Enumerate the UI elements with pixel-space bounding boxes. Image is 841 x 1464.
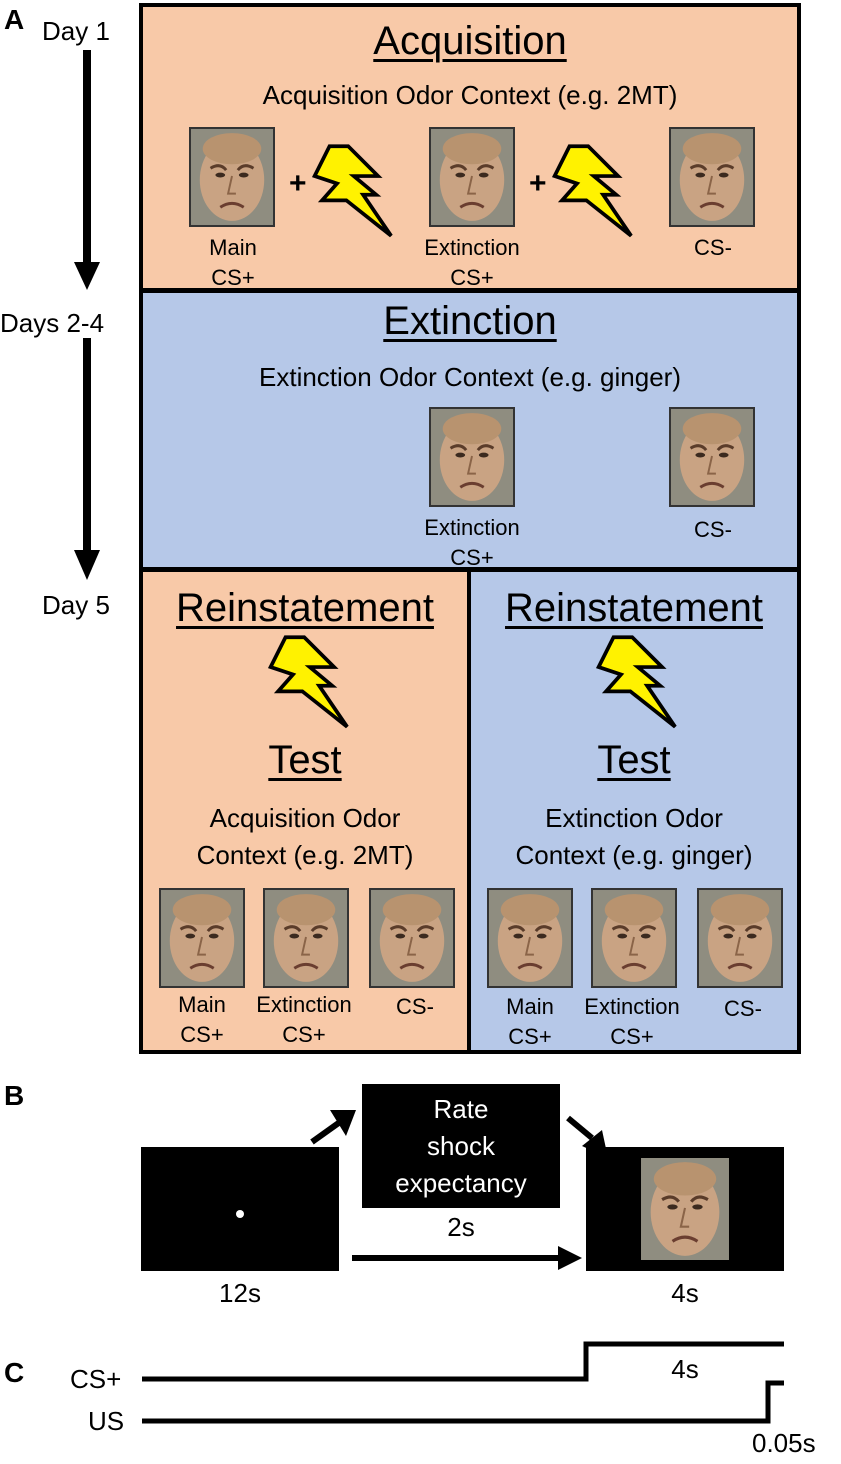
test-context: Acquisition Odor Context (e.g. 2MT) — [143, 800, 467, 874]
acquisition-context: Acquisition Odor Context (e.g. 2MT) — [262, 80, 678, 110]
us-duration: 0.05s — [752, 1428, 816, 1458]
cs-plus-timeline-label: CS+ — [70, 1364, 122, 1394]
panel-c-letter: C — [4, 1357, 25, 1388]
day-1-label: Day 1 — [42, 16, 110, 46]
plus-sign: + — [289, 167, 307, 200]
main-cs-plus-label: Main CS+ — [143, 990, 261, 1050]
label-line: CS+ — [450, 545, 494, 570]
extinction-context: Extinction Odor Context (e.g. ginger) — [259, 362, 681, 392]
rating-prompt: Rate shock expectancy — [362, 1091, 560, 1202]
label-line: CS+ — [282, 1022, 326, 1047]
acquisition-box: Acquisition Acquisition Odor Context (e.… — [139, 3, 801, 292]
plus-sign: + — [529, 167, 547, 200]
cs-screen — [586, 1147, 784, 1271]
face-main-cs-plus — [189, 127, 275, 227]
cs-duration: 4s — [671, 1278, 699, 1308]
label-line: CS+ — [180, 1022, 224, 1047]
label-line: Extinction — [424, 235, 520, 260]
label-line: Extinction — [256, 992, 352, 1017]
panel-b-letter: B — [4, 1080, 25, 1111]
extinction-cs-plus-label: Extinction CS+ — [397, 233, 547, 293]
main-cs-plus-label: Main CS+ — [471, 992, 589, 1052]
main-cs-plus-label: Main CS+ — [173, 233, 293, 293]
fixation-screen — [141, 1147, 339, 1271]
extinction-cs-plus-label: Extinction CS+ — [397, 513, 547, 573]
fixation-duration: 12s — [219, 1278, 261, 1308]
label-line: Main — [178, 992, 226, 1017]
face-main-cs-plus — [159, 888, 245, 988]
reinstatement-title: Reinstatement — [176, 586, 434, 630]
extinction-cs-plus-label: Extinction CS+ — [239, 990, 369, 1050]
shock-bolt-icon — [549, 143, 633, 239]
fixation-dot — [236, 1210, 244, 1218]
test-title: Test — [597, 738, 671, 782]
cs-minus-label: CS- — [694, 235, 732, 260]
context-line: Acquisition Odor — [209, 803, 401, 833]
rating-screen: Rate shock expectancy — [362, 1084, 560, 1208]
context-line: Extinction Odor — [545, 803, 723, 833]
test-title: Test — [268, 738, 342, 782]
prompt-line: shock — [427, 1131, 495, 1161]
face-extinction-cs-plus — [591, 888, 677, 988]
day-5-label: Day 5 — [42, 590, 110, 620]
label-line: CS+ — [211, 265, 255, 290]
reinstatement-acquisition-box: Reinstatement Test Acquisition Odor Cont… — [139, 568, 471, 1054]
face-extinction-cs-plus — [263, 888, 349, 988]
reinstatement-title: Reinstatement — [505, 586, 763, 630]
label-line: Main — [209, 235, 257, 260]
face-extinction-cs-plus — [429, 127, 515, 227]
timeline-arrows — [74, 50, 100, 580]
face-main-cs-plus — [487, 888, 573, 988]
test-context: Extinction Odor Context (e.g. ginger) — [471, 800, 797, 874]
flow-arrows — [310, 1110, 608, 1270]
cs-minus-label: CS- — [724, 996, 762, 1021]
label-line: CS+ — [450, 265, 494, 290]
extinction-cs-plus-label: Extinction CS+ — [567, 992, 697, 1052]
us-timeline-label: US — [88, 1406, 125, 1436]
timeline-traces — [142, 1341, 784, 1424]
shock-bolt-icon — [593, 634, 677, 730]
cs-plus-duration: 4s — [671, 1354, 699, 1384]
label-line: CS+ — [508, 1024, 552, 1049]
days-2-4-label: Days 2-4 — [0, 308, 105, 338]
panel-a-letter: A — [4, 4, 25, 35]
label-line: Extinction — [424, 515, 520, 540]
face-cs-minus — [669, 127, 755, 227]
label-line: CS+ — [610, 1024, 654, 1049]
face-extinction-cs-plus — [429, 407, 515, 507]
prompt-line: expectancy — [395, 1168, 527, 1198]
acquisition-title: Acquisition — [373, 19, 567, 63]
face-cs-minus — [697, 888, 783, 988]
label-line: Extinction — [584, 994, 680, 1019]
cs-minus-label: CS- — [694, 517, 732, 542]
shock-bolt-icon — [309, 143, 393, 239]
prompt-line: Rate — [433, 1094, 489, 1124]
face-cs-minus — [669, 407, 755, 507]
face-cs-stimulus — [641, 1158, 729, 1260]
rating-duration: 2s — [447, 1212, 475, 1242]
extinction-box: Extinction Extinction Odor Context (e.g.… — [139, 289, 801, 571]
context-line: Context (e.g. ginger) — [515, 840, 753, 870]
extinction-title: Extinction — [383, 299, 557, 343]
context-line: Context (e.g. 2MT) — [196, 840, 414, 870]
shock-bolt-icon — [265, 634, 349, 730]
cs-minus-label: CS- — [396, 994, 434, 1019]
label-line: Main — [506, 994, 554, 1019]
face-cs-minus — [369, 888, 455, 988]
reinstatement-extinction-box: Reinstatement Test Extinction Odor Conte… — [467, 568, 801, 1054]
